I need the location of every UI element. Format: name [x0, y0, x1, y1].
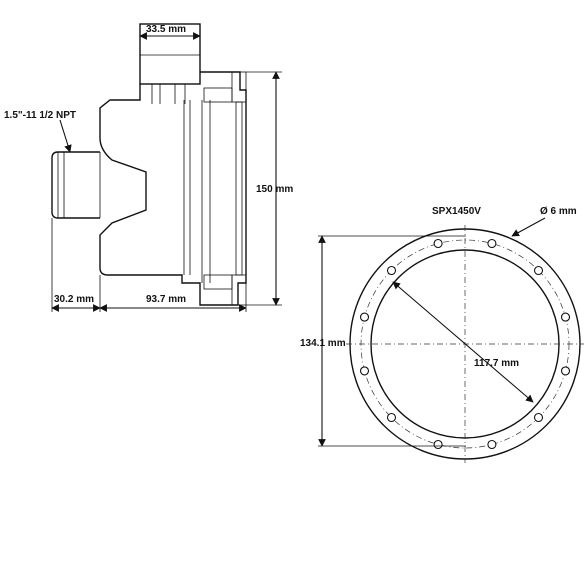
top-housing	[139, 23, 201, 85]
bolt-hole	[359, 312, 370, 322]
label-top-width: 33.5 mm	[146, 24, 186, 35]
bolt-hole	[533, 265, 544, 276]
label-outer-dia: 134.1 mm	[300, 338, 346, 349]
bolt-hole	[433, 238, 443, 249]
bolt-hole	[386, 265, 397, 276]
dim-outer-dia	[318, 235, 466, 447]
label-body-len: 93.7 mm	[146, 294, 186, 305]
npt-pipe	[51, 151, 100, 219]
label-inner-dia: 117.7 mm	[474, 358, 519, 369]
label-pipe-len: 30.2 mm	[54, 294, 94, 305]
label-height: 150 mm	[256, 184, 293, 195]
front-view	[346, 225, 584, 463]
bolt-hole	[433, 439, 443, 450]
side-view	[51, 23, 247, 306]
label-model: SPX1450V	[432, 206, 481, 217]
pins	[151, 84, 186, 104]
label-hole-dia: Ø 6 mm	[540, 206, 577, 217]
dim-thread-leader	[59, 119, 72, 153]
bolt-hole	[560, 312, 571, 322]
bolt-hole	[359, 366, 370, 376]
bolt-hole	[487, 238, 497, 249]
bolt-hole	[533, 412, 544, 423]
label-thread: 1.5"-11 1/2 NPT	[4, 110, 76, 121]
dim-inner-dia	[392, 281, 534, 403]
bolt-hole	[487, 439, 497, 450]
housing-outline	[99, 71, 247, 306]
bolt-hole	[386, 412, 397, 423]
dim-pipe-len	[51, 218, 247, 312]
bolt-holes	[359, 238, 571, 450]
hole-dia-leader	[511, 217, 546, 237]
dim-height	[246, 71, 282, 306]
bolt-hole	[560, 366, 571, 376]
